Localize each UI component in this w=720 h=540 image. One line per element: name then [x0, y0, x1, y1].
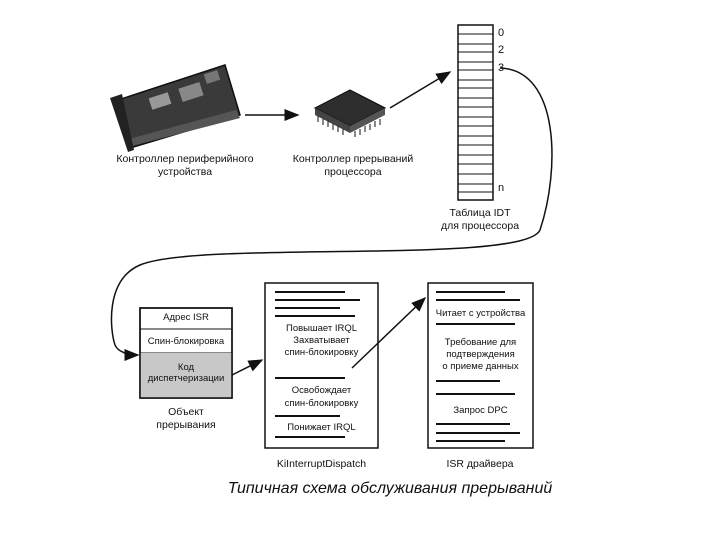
interrupt-controller-chip [313, 89, 387, 137]
dispatch-code-row: Код диспетчеризации [140, 362, 232, 384]
isr-line-confirmation: подтверждения [446, 349, 515, 360]
dispatch-line-acquire: Захватывает [293, 335, 350, 346]
interrupt-object-label: Объект прерывания [136, 406, 236, 432]
arrow-dispatch-to-isr [351, 296, 427, 369]
dispatch-line-raise-irql: Повышает IRQL [285, 323, 358, 334]
cpu-controller-label-line1: Контроллер прерываний [292, 153, 414, 165]
isr-line-data-receipt: о приеме данных [442, 361, 519, 372]
isr-address-row: Адрес ISR [163, 312, 209, 323]
idt-index-n: n [498, 182, 505, 194]
isr-line-requirement: Требование для [444, 337, 517, 348]
dispatch-label: KiInterruptDispatch [276, 458, 367, 470]
arrow-idt-to-interrupt-object [110, 67, 553, 361]
idt-label-line1: Таблица IDT [449, 207, 511, 219]
idt-label: Таблица IDT для процессора [420, 207, 540, 233]
arrow-object-to-dispatch [231, 359, 264, 376]
dispatch-line-acquire-spinlock: спин-блокировку [284, 347, 359, 358]
isr-label: ISR драйвера [446, 458, 514, 470]
arrow-chip-to-idt [389, 71, 452, 109]
isr-line-dpc-request: Запрос DPC [453, 405, 508, 416]
idt-table [457, 24, 494, 201]
dispatch-code-line1: Код [177, 362, 195, 373]
idt-index-3: 3 [498, 62, 505, 74]
dispatch-code-line2: диспетчеризации [147, 373, 225, 384]
interrupt-object-label-line2: прерывания [156, 419, 216, 431]
dispatch-line-lower-irql: Понижает IRQL [287, 422, 356, 433]
cpu-controller-label: Контроллер прерываний процессора [278, 153, 428, 179]
idt-index-2: 2 [498, 44, 505, 56]
spinlock-row: Спин-блокировка [147, 336, 225, 347]
dispatch-line-release: Освобождает [291, 385, 352, 396]
peripheral-controller-card [110, 64, 241, 152]
interrupt-object-label-line1: Объект [168, 406, 204, 418]
peripheral-label-line2: устройства [157, 166, 213, 178]
peripheral-controller-label: Контроллер периферийного устройства [100, 153, 270, 179]
isr-line-read-device: Читает с устройства [435, 308, 526, 319]
diagram-caption: Типичная схема обслуживания прерываний [227, 480, 553, 497]
isr-document [427, 282, 534, 449]
dispatch-document [264, 282, 379, 449]
idt-label-line2: для процессора [440, 220, 520, 232]
interrupt-object-box [139, 307, 233, 399]
idt-index-0: 0 [498, 27, 505, 39]
peripheral-label-line1: Контроллер периферийного [116, 153, 254, 165]
dispatch-line-release-spinlock: спин-блокировку [284, 398, 359, 409]
cpu-controller-label-line2: процессора [324, 166, 382, 178]
